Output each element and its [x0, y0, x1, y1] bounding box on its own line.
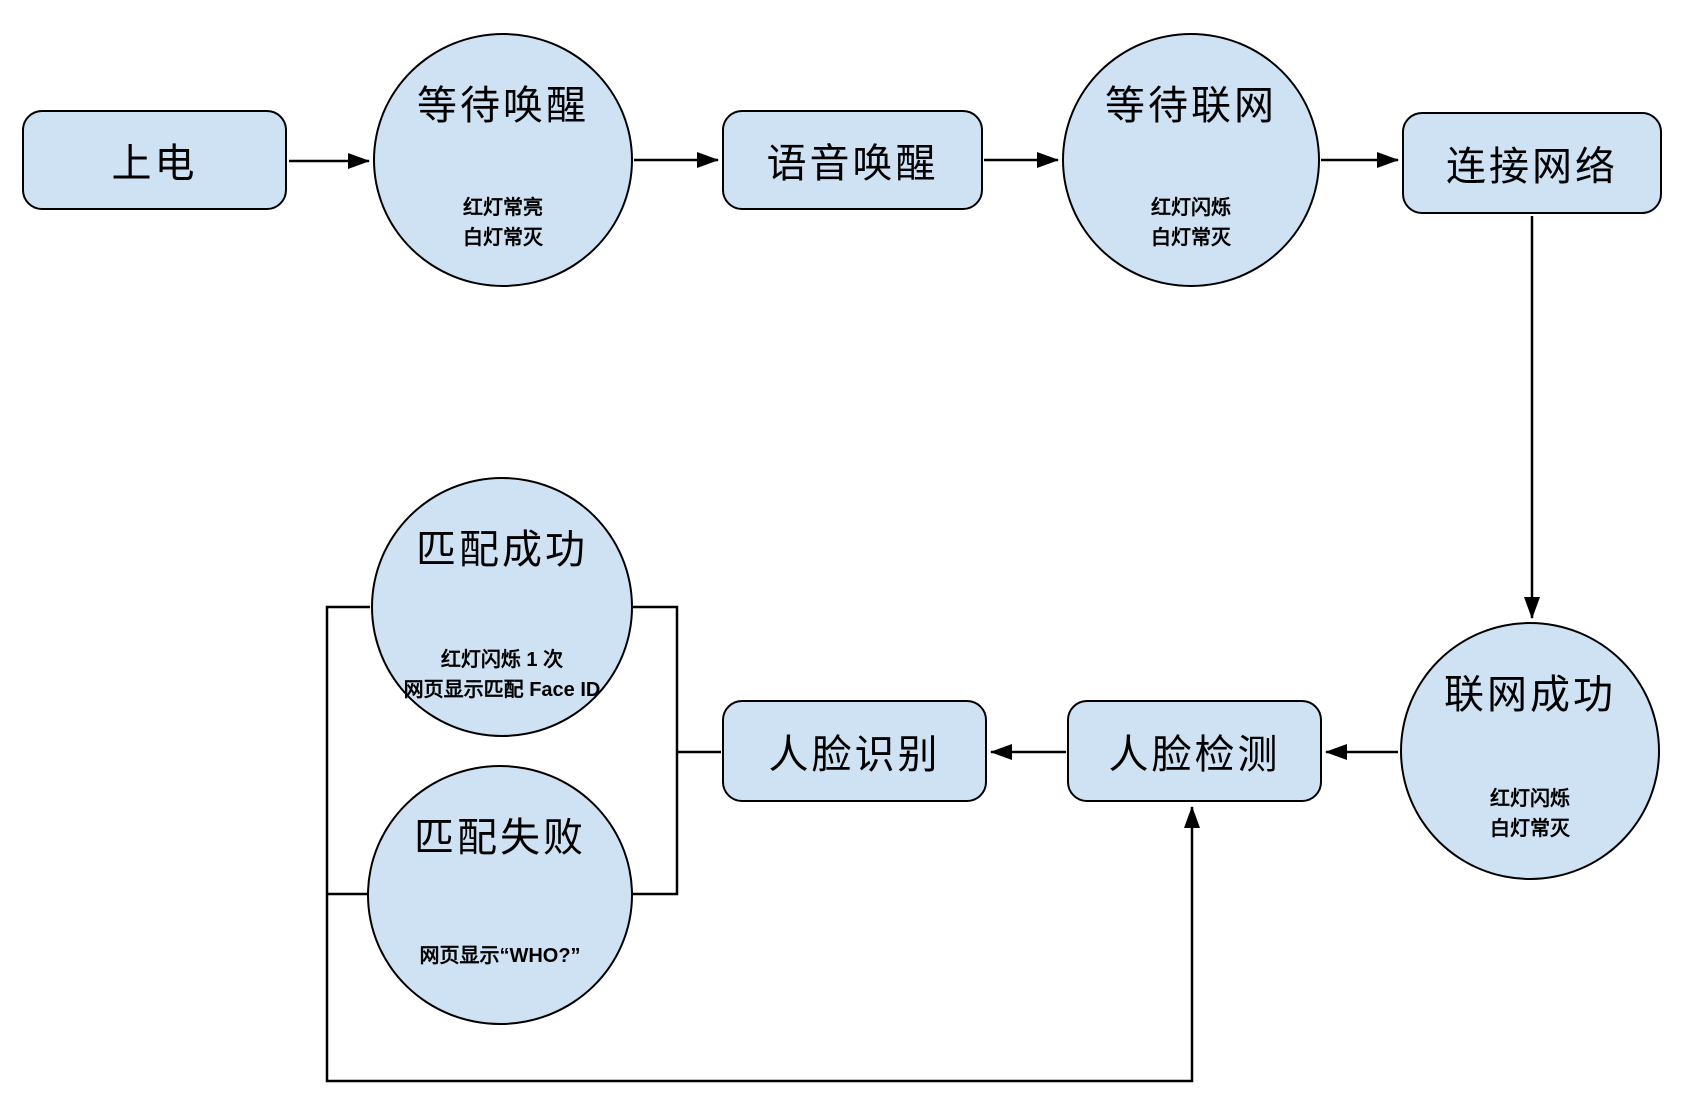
node-network-success-subtext: 红灯闪烁 白灯常灭 — [1490, 788, 1570, 841]
node-network-success: 联网成功 红灯闪烁 白灯常灭 — [1400, 622, 1660, 880]
node-connect-network-label: 连接网络 — [1446, 145, 1618, 189]
node-wait-network-title: 等待联网 — [1105, 83, 1277, 128]
node-face-detect: 人脸检测 — [1067, 700, 1322, 802]
node-wait-wake-subtext: 红灯常亮 白灯常灭 — [463, 196, 543, 249]
node-match-fail-subtext: 网页显示“WHO?” — [419, 945, 581, 968]
node-voice-wake: 语音唤醒 — [722, 110, 983, 210]
node-match-success-subtext: 红灯闪烁 1 次 网页显示匹配 Face ID — [403, 649, 601, 702]
node-wait-wake: 等待唤醒 红灯常亮 白灯常灭 — [373, 33, 633, 287]
node-face-recognize-label: 人脸识别 — [768, 733, 941, 777]
edge-face-recognize-to-match-branches — [633, 605, 721, 896]
node-match-fail: 匹配失败 网页显示“WHO?” — [367, 765, 633, 1025]
node-power-on: 上电 — [22, 110, 287, 210]
node-face-detect-label: 人脸检测 — [1108, 733, 1281, 777]
node-match-success-title: 匹配成功 — [416, 528, 588, 573]
node-wait-network-subtext: 红灯闪烁 白灯常灭 — [1151, 196, 1231, 249]
node-wait-network: 等待联网 红灯闪烁 白灯常灭 — [1062, 33, 1320, 287]
node-network-success-title: 联网成功 — [1444, 673, 1616, 718]
node-wait-wake-title: 等待唤醒 — [417, 83, 589, 128]
node-match-success: 匹配成功 红灯闪烁 1 次 网页显示匹配 Face ID — [371, 477, 633, 737]
node-voice-wake-label: 语音唤醒 — [766, 142, 939, 186]
node-match-fail-title: 匹配失败 — [414, 816, 586, 861]
edge-match-loop-to-face-detect — [325, 605, 1200, 1083]
node-connect-network: 连接网络 — [1402, 112, 1662, 214]
node-power-on-label: 上电 — [111, 142, 198, 186]
node-face-recognize: 人脸识别 — [722, 700, 987, 802]
